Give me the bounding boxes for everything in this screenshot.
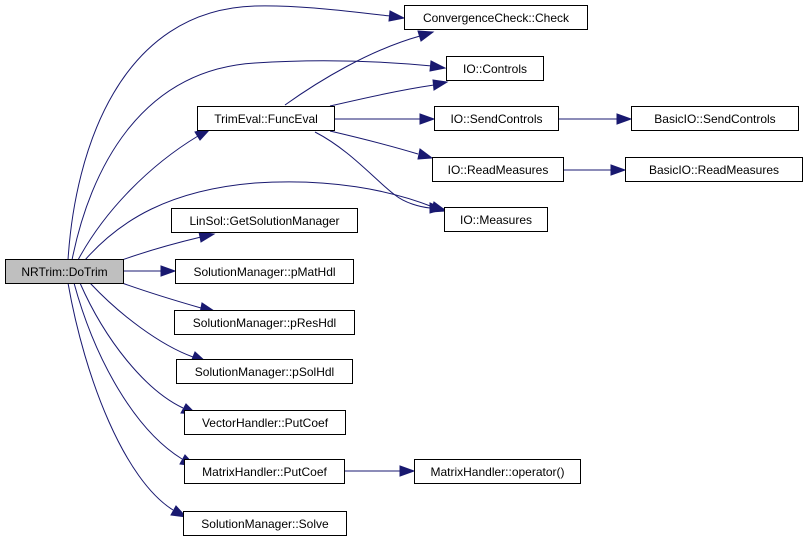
- node-label: IO::Controls: [463, 62, 527, 76]
- node-solutionmanager-preshdl[interactable]: SolutionManager::pResHdl: [174, 310, 355, 335]
- edge-dotrim-to-getsolman: [121, 231, 216, 261]
- node-label: SolutionManager::Solve: [201, 517, 329, 531]
- node-label: BasicIO::ReadMeasures: [649, 163, 779, 177]
- node-linsol-getsolutionmanager[interactable]: LinSol::GetSolutionManager: [171, 208, 358, 233]
- edge-io-readmeasures-to-basic: [564, 164, 627, 176]
- node-vectorhandler-putcoef[interactable]: VectorHandler::PutCoef: [184, 410, 346, 435]
- edge-dotrim-to-convcheck: [67, 5, 406, 261]
- node-label: SolutionManager::pSolHdl: [195, 365, 334, 379]
- node-label: LinSol::GetSolutionManager: [189, 214, 339, 228]
- edge-dotrim-to-solve: [67, 282, 188, 518]
- node-label: VectorHandler::PutCoef: [202, 416, 329, 430]
- node-convergencecheck-check[interactable]: ConvergenceCheck::Check: [404, 5, 588, 30]
- node-io-readmeasures[interactable]: IO::ReadMeasures: [432, 157, 564, 182]
- node-label: IO::SendControls: [450, 112, 542, 126]
- node-label: TrimEval::FuncEval: [214, 112, 318, 126]
- node-matrixhandler-operator[interactable]: MatrixHandler::operator(): [414, 459, 581, 484]
- node-label: ConvergenceCheck::Check: [423, 11, 570, 25]
- node-label: MatrixHandler::operator(): [430, 465, 564, 479]
- node-label: SolutionManager::pMatHdl: [193, 265, 335, 279]
- edge-funceval-to-io-sendcontrols: [335, 113, 436, 125]
- node-label: BasicIO::SendControls: [654, 112, 775, 126]
- node-solutionmanager-solve[interactable]: SolutionManager::Solve: [183, 511, 347, 536]
- edge-mat-putcoef-to-operator: [345, 465, 416, 477]
- edge-dotrim-to-pmathdl: [124, 265, 177, 277]
- edge-funceval-to-io-readmeasures: [329, 130, 434, 160]
- edge-funceval-to-io-controls: [329, 79, 449, 107]
- node-solutionmanager-pmathdl[interactable]: SolutionManager::pMatHdl: [175, 259, 354, 284]
- node-matrixhandler-putcoef[interactable]: MatrixHandler::PutCoef: [184, 459, 345, 484]
- edge-io-sendcontrols-to-basic: [559, 113, 633, 125]
- edge-dotrim-to-preshdl: [121, 282, 216, 314]
- edge-funceval-to-io-measures: [314, 131, 446, 214]
- node-label: IO::ReadMeasures: [448, 163, 549, 177]
- node-basicio-sendcontrols[interactable]: BasicIO::SendControls: [631, 106, 799, 131]
- node-trimeval-funceval[interactable]: TrimEval::FuncEval: [197, 106, 335, 131]
- node-label: IO::Measures: [460, 213, 532, 227]
- node-io-measures[interactable]: IO::Measures: [444, 207, 548, 232]
- edge-funceval-to-convcheck: [284, 30, 435, 106]
- node-basicio-readmeasures[interactable]: BasicIO::ReadMeasures: [625, 157, 803, 182]
- node-io-sendcontrols[interactable]: IO::SendControls: [434, 106, 559, 131]
- node-solutionmanager-psolhdl[interactable]: SolutionManager::pSolHdl: [176, 359, 353, 384]
- edge-dotrim-to-io-controls: [71, 60, 447, 261]
- node-io-controls[interactable]: IO::Controls: [446, 56, 544, 81]
- node-nrtrim-dotrim[interactable]: NRTrim::DoTrim: [5, 259, 124, 284]
- node-label: MatrixHandler::PutCoef: [202, 465, 327, 479]
- node-label: SolutionManager::pResHdl: [193, 316, 336, 330]
- node-label: NRTrim::DoTrim: [21, 265, 107, 279]
